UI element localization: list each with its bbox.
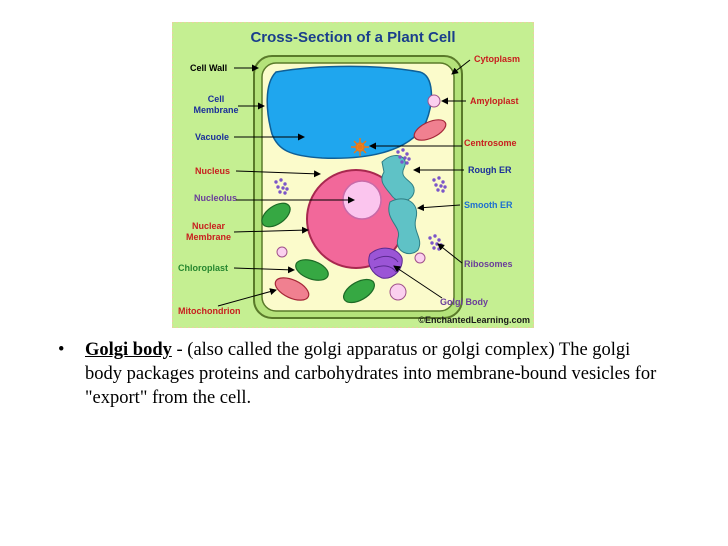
label-centrosome: Centrosome xyxy=(464,138,517,148)
diagram-title: Cross-Section of a Plant Cell xyxy=(250,29,455,46)
ribosome xyxy=(436,188,440,192)
ribosome xyxy=(405,152,409,156)
ribosome xyxy=(283,182,287,186)
pointer-ribosomes xyxy=(437,243,463,264)
label-cell-membrane: Cell xyxy=(208,94,225,104)
ribosome xyxy=(407,157,411,161)
ribosome-cluster xyxy=(432,176,447,193)
label-nuclear-membrane: Nuclear xyxy=(192,221,226,231)
ribosome xyxy=(276,185,280,189)
bullet-text: Golgi body - (also called the golgi appa… xyxy=(85,338,658,410)
ribosome xyxy=(437,247,441,251)
ribosome xyxy=(441,180,445,184)
label-vacuole: Vacuole xyxy=(195,132,229,142)
pointer-cytoplasm xyxy=(451,59,471,75)
term-description: - (also called the golgi apparatus or go… xyxy=(85,340,657,408)
ribosome xyxy=(439,184,443,188)
ribosome xyxy=(432,246,436,250)
vacuole xyxy=(266,65,433,159)
ribosome xyxy=(434,183,438,187)
label-nucleus: Nucleus xyxy=(195,166,230,176)
ribosome xyxy=(405,161,409,165)
label-amyloplast: Amyloplast xyxy=(470,96,519,106)
ribosome xyxy=(433,234,437,238)
vesicle xyxy=(389,283,407,301)
ribosome xyxy=(430,241,434,245)
label-golgi-body: Golgi Body xyxy=(440,297,488,307)
label-nucleolus: Nucleolus xyxy=(194,193,237,203)
ribosome xyxy=(432,178,436,182)
label-chloroplast: Chloroplast xyxy=(178,263,228,273)
ribosome xyxy=(281,186,285,190)
label-ribosomes: Ribosomes xyxy=(464,259,513,269)
ribosome xyxy=(400,160,404,164)
label-cell-wall: Cell Wall xyxy=(190,63,227,73)
amyloplast xyxy=(427,94,441,108)
ribosome xyxy=(437,238,441,242)
ribosome xyxy=(278,190,282,194)
bullet-dot: • xyxy=(58,340,65,360)
pointer-nucleus xyxy=(235,170,321,178)
smooth-er xyxy=(388,198,421,254)
ribosome xyxy=(428,236,432,240)
chloroplast xyxy=(261,202,375,304)
ribosome xyxy=(443,185,447,189)
label-cell-membrane-2: Membrane xyxy=(193,105,238,115)
ribosome xyxy=(398,155,402,159)
pointer-golgi-body xyxy=(393,265,443,299)
pointer-chloroplast xyxy=(233,266,295,274)
label-rough-er: Rough ER xyxy=(468,165,512,175)
ribosome xyxy=(279,178,283,182)
pointer-smooth-er xyxy=(417,204,461,212)
vesicle xyxy=(276,246,288,258)
ribosome xyxy=(285,187,289,191)
ribosome xyxy=(396,150,400,154)
pointer-nuclear-membrane xyxy=(233,226,309,234)
golgi-body-bullet: • Golgi body - (also called the golgi ap… xyxy=(58,338,658,410)
ribosome xyxy=(403,156,407,160)
ribosome-cluster xyxy=(396,148,411,165)
vesicle xyxy=(414,252,426,264)
ribosome xyxy=(401,148,405,152)
ribosome-cluster xyxy=(274,178,289,195)
label-mitochondrion: Mitochondrion xyxy=(178,306,241,316)
ribosome xyxy=(274,180,278,184)
pointer-mitochondrion xyxy=(217,288,277,307)
label-cytoplasm: Cytoplasm xyxy=(474,54,520,64)
copyright-notice: ©EnchantedLearning.com xyxy=(418,315,530,325)
plant-cell-diagram: Cross-Section of a Plant Cell xyxy=(172,22,534,328)
centrosome xyxy=(351,138,369,156)
ribosome xyxy=(283,191,287,195)
label-nuclear-membrane-2: Membrane xyxy=(186,232,231,242)
ribosome xyxy=(441,189,445,193)
rough-er xyxy=(381,154,415,202)
term-golgi-body: Golgi body xyxy=(85,340,172,360)
ribosome xyxy=(437,176,441,180)
label-smooth-er: Smooth ER xyxy=(464,200,513,210)
mitochondrion xyxy=(274,119,447,301)
